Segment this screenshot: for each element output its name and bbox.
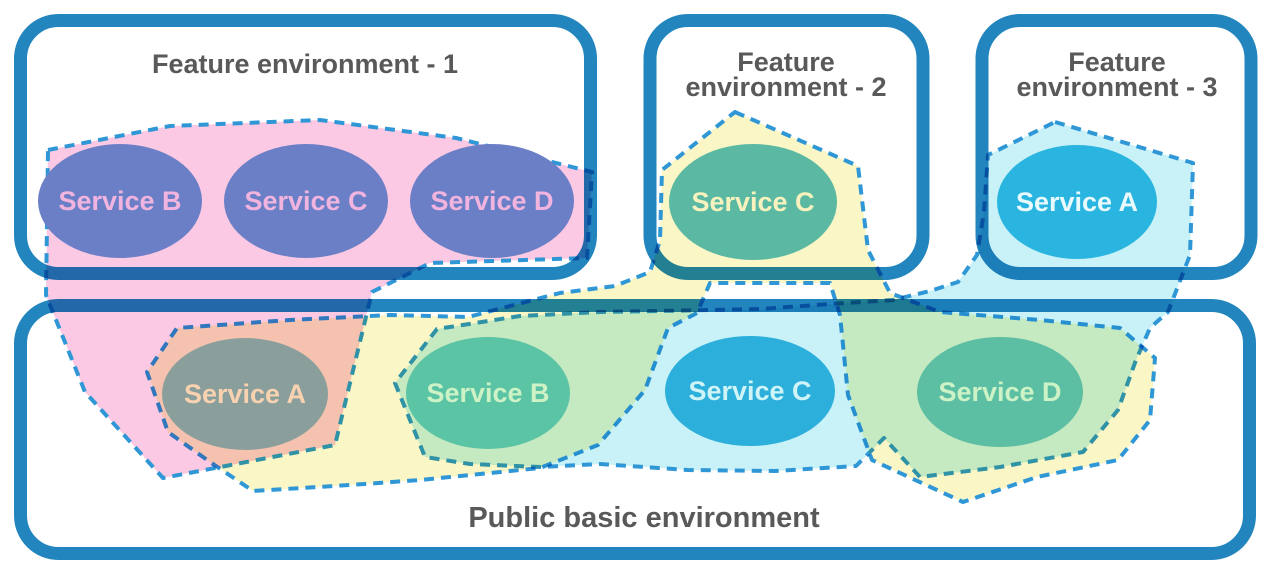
service-ellipse-public-a xyxy=(162,338,328,450)
service-ellipse-feature1-d xyxy=(410,144,574,258)
service-label-public-c: Service C xyxy=(688,376,811,406)
service-label-feature1-c: Service C xyxy=(244,186,367,216)
service-label-feature3-a: Service A xyxy=(1016,187,1138,217)
feature-environment-1-title: Feature environment - 1 xyxy=(152,49,458,79)
feature-environment-3-title-line2: environment - 3 xyxy=(1016,72,1217,102)
service-ellipse-public-b xyxy=(406,337,570,449)
feature-environment-2-title-line2: environment - 2 xyxy=(685,72,886,102)
service-ellipse-feature2-c xyxy=(669,144,837,260)
service-label-feature2-c: Service C xyxy=(691,187,814,217)
service-label-public-d: Service D xyxy=(938,377,1061,407)
service-ellipse-feature1-c xyxy=(224,144,388,258)
feature-environment-3-title-line1: Feature xyxy=(1068,47,1166,77)
service-ellipse-feature3-a xyxy=(997,145,1157,259)
service-label-public-a: Service A xyxy=(184,379,306,409)
service-nodes: Service B Service C Service D Service C … xyxy=(38,144,1157,450)
environment-titles: Feature environment - 1 Feature environm… xyxy=(152,47,1218,534)
public-basic-environment-title: Public basic environment xyxy=(468,502,820,534)
service-ellipse-public-c xyxy=(665,336,835,446)
feature-environment-2-title-line1: Feature xyxy=(737,47,835,77)
service-ellipse-public-d xyxy=(917,337,1083,447)
service-label-public-b: Service B xyxy=(426,378,549,408)
service-label-feature1-d: Service D xyxy=(430,186,553,216)
service-label-feature1-b: Service B xyxy=(58,186,181,216)
service-ellipse-feature1-b xyxy=(38,144,202,258)
